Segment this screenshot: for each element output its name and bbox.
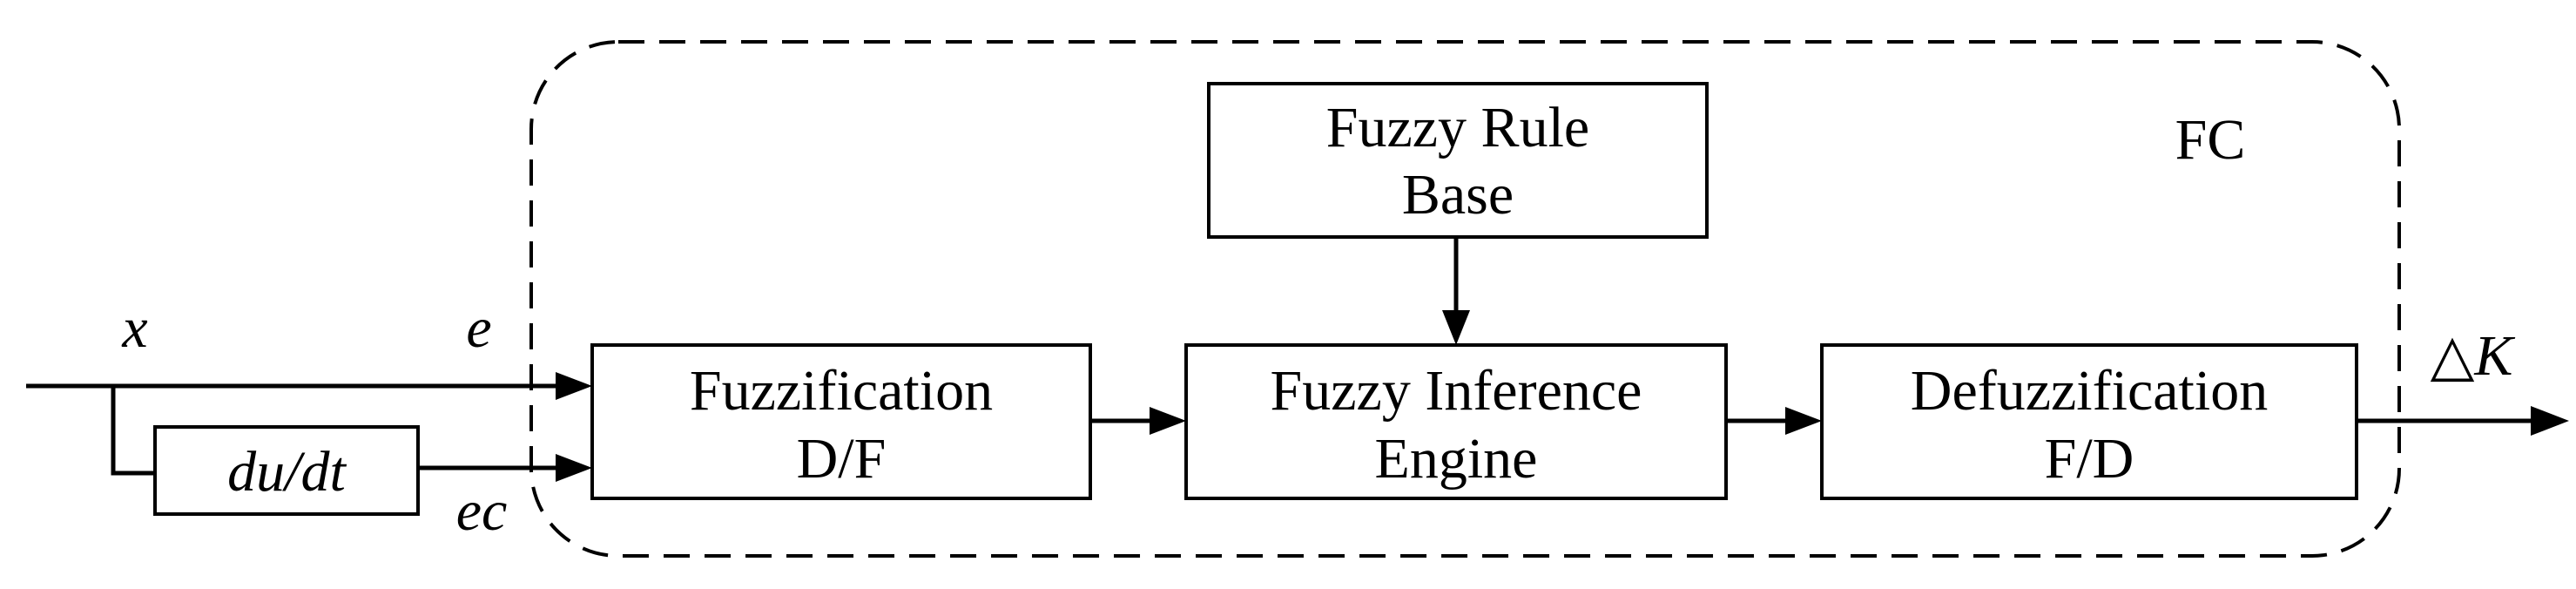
defuzzification-block (1820, 343, 2358, 500)
arrowhead-defuzzification-input (1785, 407, 1822, 435)
fc-container-label: FC (2175, 108, 2246, 172)
rule-base-label-line1: Fuzzy Rule (1326, 96, 1589, 159)
fc-container-boundary (529, 40, 2401, 558)
arrowhead-e (556, 372, 592, 400)
derivative-branch-line (111, 386, 155, 476)
fuzzification-block (590, 343, 1092, 500)
rule-base-block (1207, 82, 1709, 239)
defuzzification-label-line1: Defuzzification (1911, 359, 2268, 423)
derivative-block-label: du/dt (227, 440, 347, 504)
rule-base-label-line2: Base (1402, 163, 1514, 227)
arrowhead-inference-input (1150, 407, 1186, 435)
arrowhead-output (2531, 406, 2569, 436)
arrowhead-ec (556, 454, 592, 482)
inference-engine-block (1184, 343, 1728, 500)
signal-e-label: e (466, 296, 491, 360)
output-delta-k-label: △K (2431, 324, 2516, 388)
inference-engine-label-line2: Engine (1375, 427, 1538, 491)
derivative-block (153, 425, 420, 516)
fuzzification-label-line1: Fuzzification (690, 359, 993, 423)
defuzzification-label-line2: F/D (2045, 427, 2134, 491)
inference-engine-label-line1: Fuzzy Inference (1271, 359, 1642, 423)
arrowhead-rule-base (1442, 310, 1470, 345)
fuzzification-label-line2: D/F (797, 427, 887, 491)
signal-x-label: x (121, 296, 147, 360)
signal-ec-label: ec (456, 479, 508, 543)
